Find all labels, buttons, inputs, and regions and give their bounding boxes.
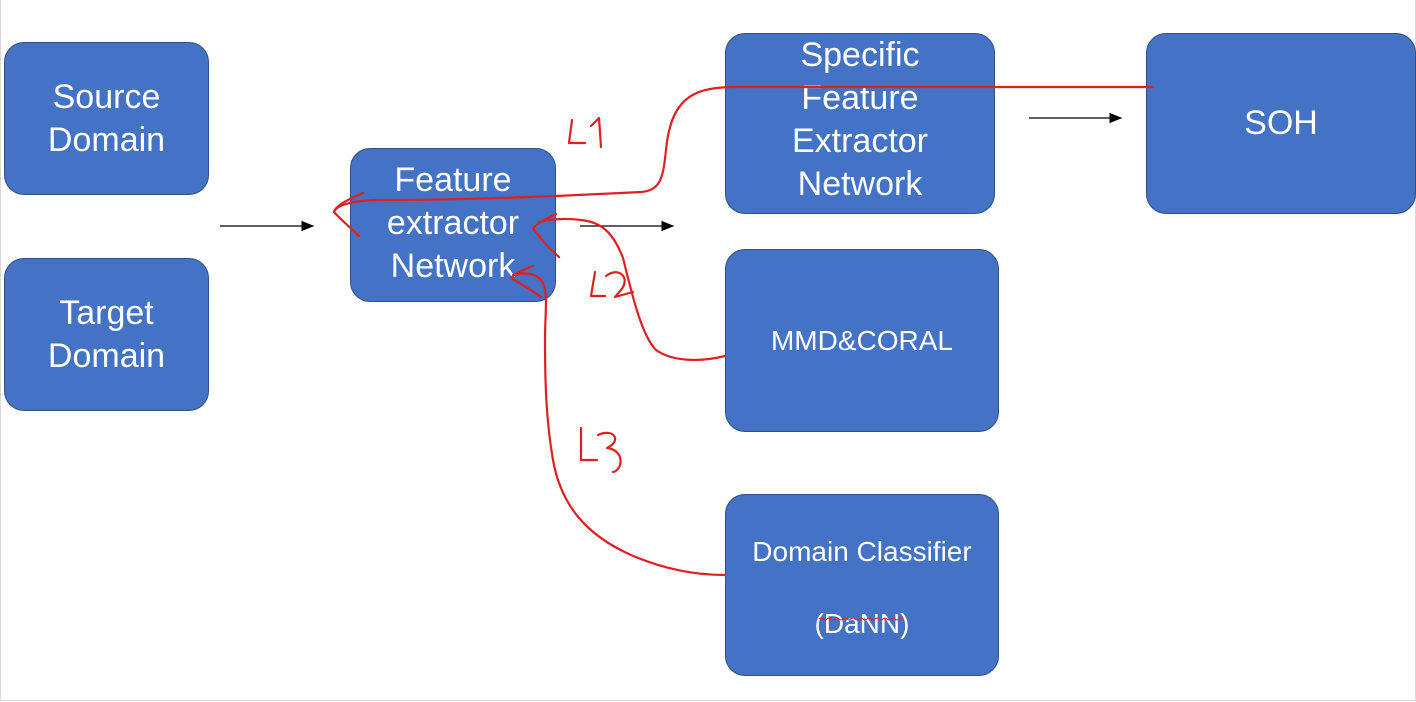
target-domain-box: Target Domain (4, 258, 209, 411)
specific-feature-extractor-label: Specific Feature Extractor Network (791, 35, 929, 203)
loss-path-l3 (511, 272, 727, 577)
soh-box: SOH (1146, 33, 1416, 214)
mmd-coral-label: MMD&CORAL (770, 324, 953, 356)
loss-mark-l1 (567, 116, 603, 149)
loss-path-l2 (537, 217, 727, 362)
loss-mark-l3 (579, 426, 622, 474)
domain-classifier-box: Domain Classifier (DaNN) (725, 494, 999, 676)
target-domain-label: Target Domain (47, 293, 166, 375)
feature-extractor-label: Feature extractor Network (386, 160, 520, 285)
source-domain-box: Source Domain (4, 42, 209, 195)
domain-classifier-line2: (DaNN) (814, 608, 910, 639)
specific-feature-extractor-box: Specific Feature Extractor Network (725, 33, 995, 214)
soh-label: SOH (1244, 104, 1318, 142)
mmd-coral-box: MMD&CORAL (725, 249, 999, 432)
domain-classifier-line1: Domain Classifier (752, 536, 972, 567)
source-domain-label: Source Domain (47, 77, 166, 159)
domain-classifier-label: Domain Classifier (DaNN) (752, 498, 971, 678)
feature-extractor-box: Feature extractor Network (350, 148, 556, 302)
loss-mark-l2 (589, 270, 635, 299)
